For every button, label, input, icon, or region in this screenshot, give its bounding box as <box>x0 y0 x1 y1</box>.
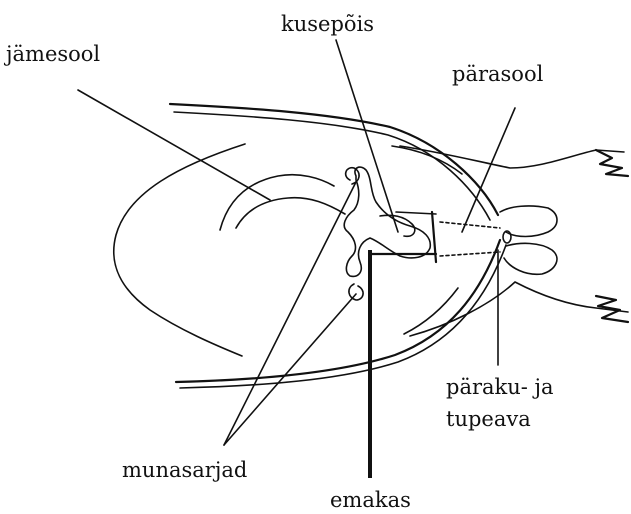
rectum-bar <box>396 212 436 214</box>
body-lower-wall-outer <box>176 240 500 382</box>
dashed-vagina-path <box>440 252 500 256</box>
label-kusepois: kusepõis <box>281 12 374 36</box>
dashed-rectum-path <box>440 222 500 228</box>
body-lower-wall-inner <box>180 245 506 388</box>
coil-strand-lower <box>236 198 345 228</box>
label-jamesool: jämesool <box>3 42 100 66</box>
large-organ-outline <box>114 144 245 356</box>
ovary-lower <box>349 284 363 300</box>
label-paraku-line2: tupeava <box>446 407 531 431</box>
anal-lobe-lower <box>504 243 557 274</box>
leader-parasool <box>462 108 515 232</box>
body-upper-wall-outer <box>170 104 498 215</box>
body-upper-wall-inner <box>174 112 490 220</box>
label-emakas: emakas <box>330 488 411 512</box>
label-munasarjad: munasarjad <box>122 458 247 482</box>
pelvis-lower-curve <box>404 288 458 334</box>
label-parasool: pärasool <box>452 62 544 86</box>
hind-leg-upper-foot <box>596 150 628 176</box>
uterus-body <box>344 167 430 276</box>
coil-strand-upper <box>220 175 334 230</box>
label-paraku-line1: päraku- ja <box>446 375 554 399</box>
ovary-upper <box>346 168 359 184</box>
labels: jämesool kusepõis pärasool päraku- ja tu… <box>3 12 554 512</box>
leader-munasarjad-a <box>224 182 356 445</box>
